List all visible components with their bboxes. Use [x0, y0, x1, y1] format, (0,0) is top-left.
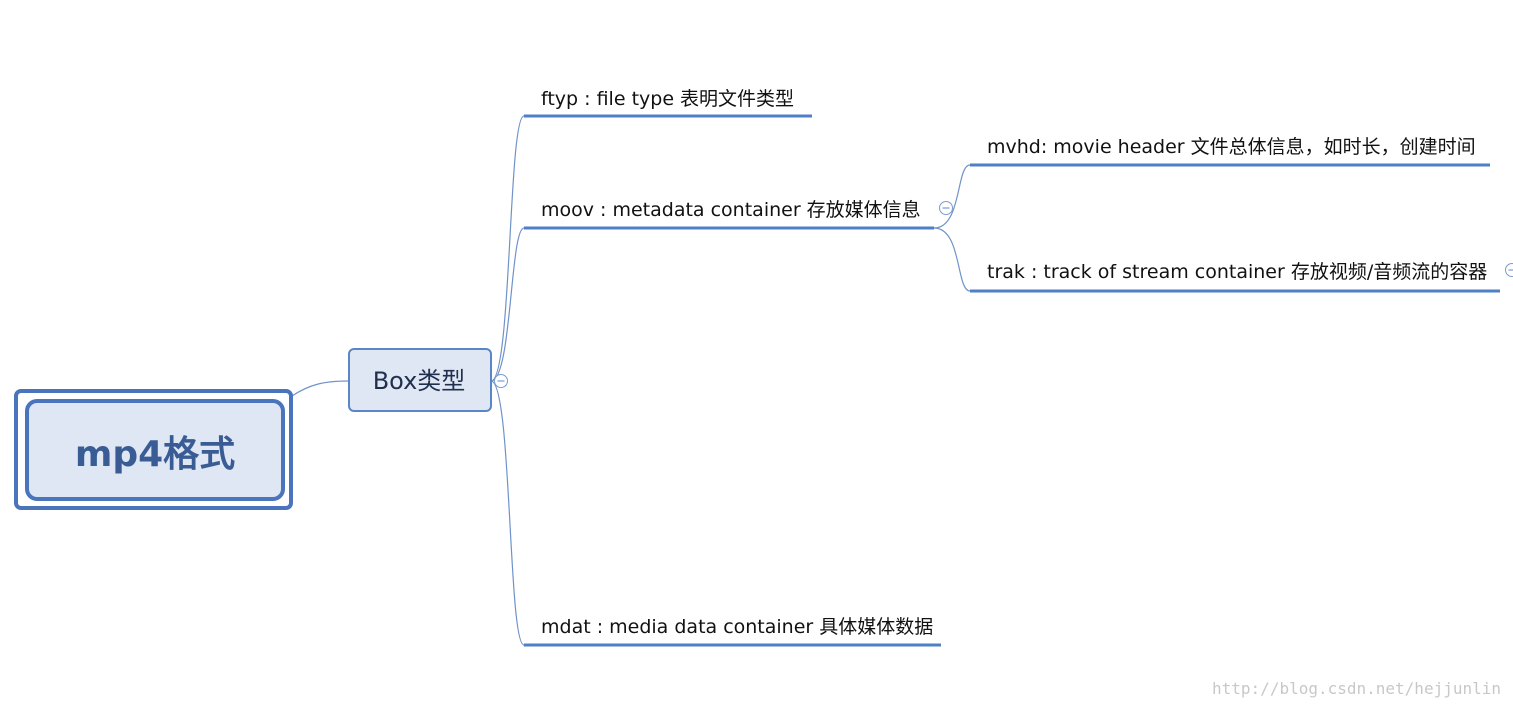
- box-node-moov-label: moov : metadata container 存放媒体信息: [541, 199, 921, 221]
- trak-collapse-button[interactable]: [1505, 263, 1513, 277]
- connector-category-to-ftyp: [490, 115, 525, 382]
- box-node-mdat[interactable]: mdat : media data container 具体媒体数据: [524, 616, 941, 647]
- category-collapse-button[interactable]: [494, 374, 508, 388]
- connector-root-to-category: [291, 380, 350, 397]
- connectors: [291, 115, 971, 646]
- connector-moov-to-trak: [933, 227, 971, 292]
- moov-child-trak-label: trak : track of stream container 存放视频/音频…: [987, 261, 1487, 283]
- box-node-ftyp[interactable]: ftyp : file type 表明文件类型: [524, 88, 812, 118]
- moov-child-trak[interactable]: trak : track of stream container 存放视频/音频…: [970, 261, 1500, 293]
- root-node-label: mp4格式: [75, 434, 235, 475]
- box-node-ftyp-label: ftyp : file type 表明文件类型: [541, 88, 794, 110]
- moov-child-mvhd-label: mvhd: movie header 文件总体信息，如时长，创建时间: [987, 136, 1476, 158]
- moov-child-mvhd[interactable]: mvhd: movie header 文件总体信息，如时长，创建时间: [970, 136, 1490, 167]
- category-node-label: Box类型: [373, 367, 466, 395]
- box-node-mdat-label: mdat : media data container 具体媒体数据: [541, 616, 933, 638]
- category-node[interactable]: Box类型: [348, 348, 492, 412]
- root-node[interactable]: mp4格式: [14, 389, 293, 510]
- moov-collapse-button[interactable]: [939, 201, 953, 215]
- watermark-url: http://blog.csdn.net/hejjunlin: [1212, 679, 1501, 698]
- connector-category-to-mdat: [490, 380, 525, 646]
- box-node-moov[interactable]: moov : metadata container 存放媒体信息: [524, 199, 934, 230]
- connector-moov-to-mvhd: [933, 164, 971, 229]
- category-node-body: [348, 348, 492, 412]
- connector-category-to-moov: [490, 227, 525, 382]
- root-node-body: [25, 399, 285, 501]
